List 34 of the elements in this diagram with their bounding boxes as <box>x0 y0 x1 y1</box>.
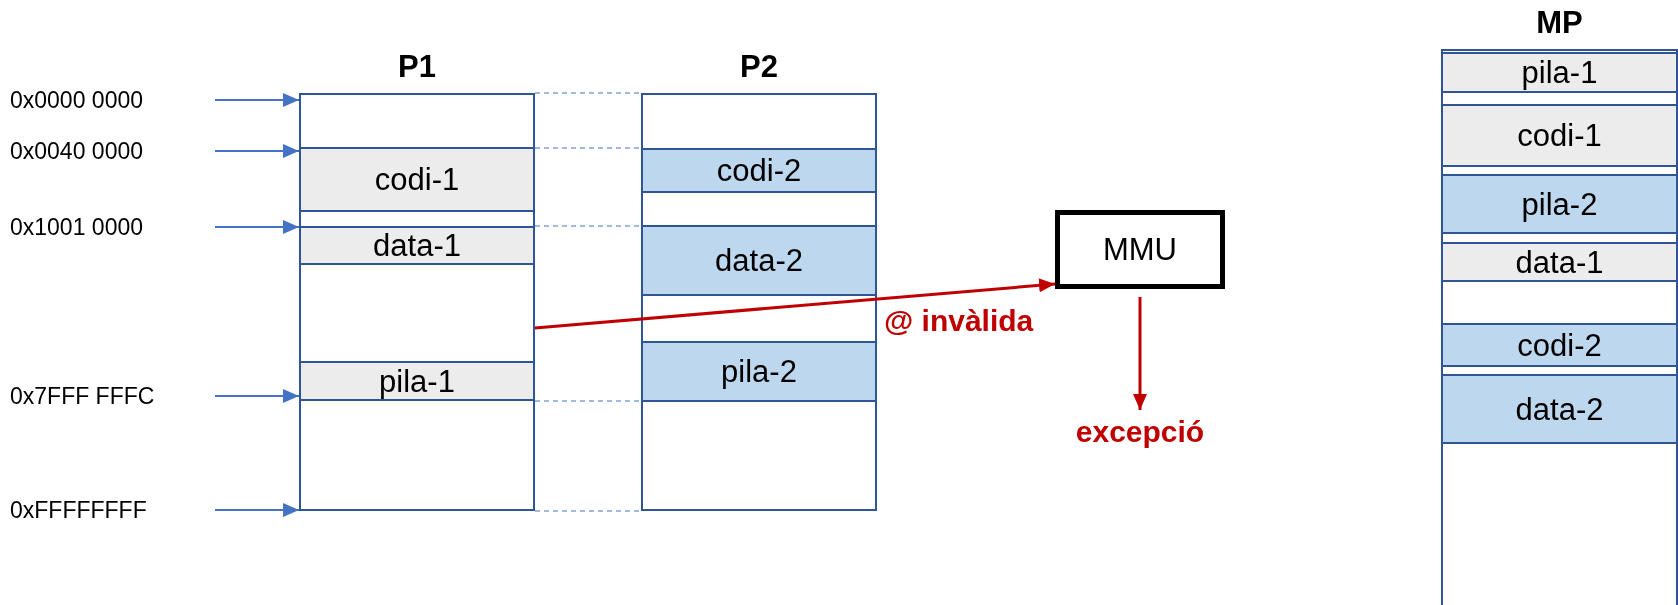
unit-box: MMU <box>1055 210 1225 289</box>
arrow <box>214 220 300 234</box>
memory-segment: pila-1 <box>1443 52 1676 93</box>
dashed-line <box>534 510 642 512</box>
memory-segment: pila-1 <box>301 361 533 401</box>
address-label: 0x0040 0000 <box>10 135 215 167</box>
memory-segment: pila-2 <box>1443 174 1676 234</box>
column-title: P2 <box>739 48 779 86</box>
address-label: 0x1001 0000 <box>10 211 215 243</box>
memory-segment: data-1 <box>301 226 533 265</box>
memory-segment: codi-2 <box>1443 323 1676 367</box>
address-label: 0x7FFF FFFC <box>10 380 215 412</box>
dashed-line <box>534 147 642 149</box>
column-title: P1 <box>397 48 437 86</box>
memory-segment: pila-2 <box>643 341 875 402</box>
dashed-line <box>534 400 642 402</box>
dashed-line <box>534 225 642 227</box>
arrow <box>534 278 1056 330</box>
arrow <box>1133 297 1147 410</box>
memory-segment: data-1 <box>1443 242 1676 282</box>
memory-segment: data-2 <box>1443 374 1676 444</box>
arrow <box>214 389 300 403</box>
arrow <box>214 144 300 158</box>
address-label: 0xFFFFFFFF <box>10 494 215 526</box>
dashed-line <box>534 92 642 94</box>
arrow <box>214 93 300 107</box>
address-label: 0x0000 0000 <box>10 84 215 116</box>
memory-segment: codi-1 <box>301 147 533 212</box>
result-text: excepció <box>1045 410 1235 454</box>
memory-segment: data-2 <box>643 225 875 296</box>
memory-segment: codi-1 <box>1443 104 1676 167</box>
arrow <box>214 503 300 517</box>
column-title: MP <box>1535 4 1584 42</box>
memory-segment: codi-2 <box>643 148 875 193</box>
